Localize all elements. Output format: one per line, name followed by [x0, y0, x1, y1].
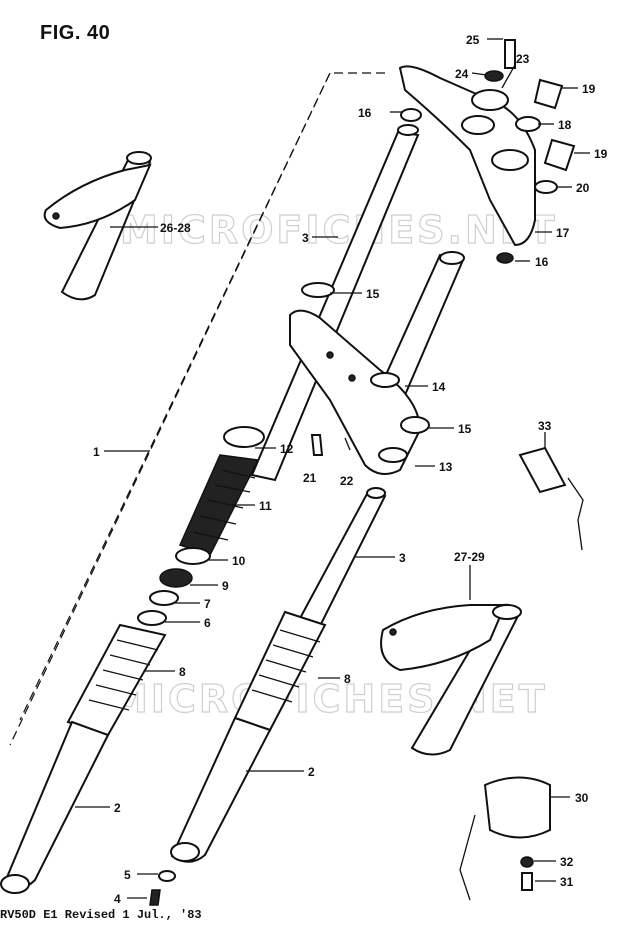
callout-19a: 19: [582, 82, 596, 96]
callout-8a: 8: [179, 665, 186, 679]
callout-5: 5: [124, 868, 131, 882]
callout-22: 22: [340, 474, 354, 488]
ignition-switch-30: [459, 776, 551, 901]
callout-19b: 19: [594, 147, 608, 161]
upper-bracket: [398, 39, 576, 264]
callout-25: 25: [466, 33, 480, 47]
callout-30: 30: [575, 791, 589, 805]
callout-24: 24: [455, 67, 469, 81]
screw-4: [149, 889, 161, 906]
bolt-21: [310, 434, 324, 456]
assembly-outline-2: [19, 72, 331, 721]
callout-6: 6: [204, 616, 211, 630]
callout-15a: 15: [366, 287, 380, 301]
callout-13: 13: [439, 460, 453, 474]
callout-2a: 2: [114, 801, 121, 815]
pin-22: [344, 437, 351, 451]
assembly-outline: [9, 72, 385, 746]
callout-31: 31: [560, 875, 574, 889]
callout-4: 4: [114, 892, 121, 906]
fork-seals: [137, 547, 211, 626]
key-lock-33: [518, 446, 584, 551]
callout-10: 10: [232, 554, 246, 568]
washer-15: [400, 416, 430, 434]
callout-18: 18: [558, 118, 572, 132]
handlebar-left: [43, 151, 152, 301]
outer-tube-right: [170, 716, 272, 863]
callout-7: 7: [204, 597, 211, 611]
fork-spring: [178, 426, 265, 556]
callout-33: 33: [538, 419, 552, 433]
callout-15b: 15: [458, 422, 472, 436]
revision-footer: RV50D E1 Revised 1 Jul., '83: [0, 908, 202, 922]
callout-12: 12: [280, 442, 294, 456]
callout-27-29: 27-29: [454, 550, 485, 564]
watermark-top: MICROFICHES.NET: [120, 208, 558, 252]
callout-1: 1: [93, 445, 100, 459]
figure-title: FIG. 40: [40, 22, 111, 44]
callout-3a: 3: [302, 231, 309, 245]
callout-8b: 8: [344, 672, 351, 686]
callout-leaders: [75, 38, 590, 899]
callout-14: 14: [432, 380, 446, 394]
outer-tube-left: [0, 720, 110, 894]
callout-23: 23: [516, 52, 530, 66]
callout-labels: 25 24 23 19 16 18 19 20 17 16 26-28 3 15…: [93, 33, 608, 906]
under-bracket: [289, 282, 422, 475]
fork-tube-right: [296, 487, 387, 632]
callout-16a: 16: [358, 106, 372, 120]
callout-2b: 2: [308, 765, 315, 779]
callout-16b: 16: [535, 255, 549, 269]
callout-17: 17: [556, 226, 570, 240]
handlebar-right: [380, 603, 522, 756]
callout-32: 32: [560, 855, 574, 869]
washer-5: [158, 870, 176, 882]
callout-11: 11: [259, 499, 272, 513]
callout-20: 20: [576, 181, 590, 195]
callout-9: 9: [222, 579, 229, 593]
callout-3b: 3: [399, 551, 406, 565]
callout-26-28: 26-28: [160, 221, 191, 235]
callout-21: 21: [303, 471, 317, 485]
